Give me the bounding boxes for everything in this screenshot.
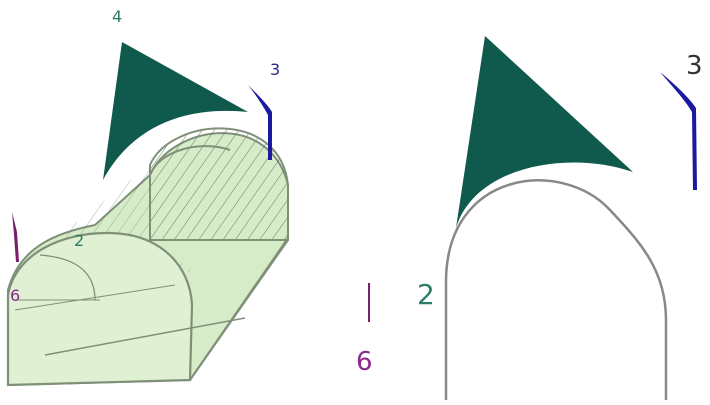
segment-3-shape xyxy=(660,72,697,190)
left-view-3d: 4 3 2 6 xyxy=(6,7,289,387)
wedge-4-shape xyxy=(103,42,248,180)
label-6: 6 xyxy=(356,347,373,377)
edge-line xyxy=(189,239,289,381)
label-3: 3 xyxy=(270,60,280,79)
label-6: 6 xyxy=(10,286,20,305)
far-vault-hatch xyxy=(149,127,289,241)
tunnel-outline xyxy=(444,179,668,400)
label-4: 4 xyxy=(112,7,122,26)
tunnel-body xyxy=(6,127,289,387)
label-2: 2 xyxy=(417,278,435,311)
segment-3-shape xyxy=(248,85,272,160)
wedge-shape xyxy=(456,36,633,228)
segment-6-shape xyxy=(12,212,19,262)
diagonal-line xyxy=(14,284,176,311)
roof-hatch-strip xyxy=(60,165,200,275)
far-face-arch xyxy=(149,145,231,240)
label-3: 3 xyxy=(686,51,703,81)
label-2: 2 xyxy=(74,231,84,250)
diagonal-line xyxy=(44,317,246,356)
front-face-guide xyxy=(39,254,96,301)
right-view-2d: 3 2 6 xyxy=(356,36,703,400)
tunnel-front-face xyxy=(6,231,194,387)
